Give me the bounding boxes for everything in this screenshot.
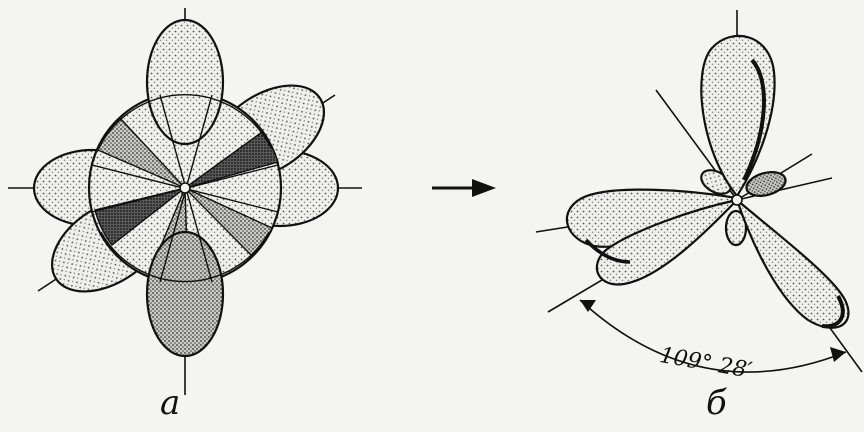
caption-b: б [706, 386, 727, 420]
right-arrow-icon [432, 179, 496, 197]
nucleus-dot [732, 195, 742, 205]
p-orbital-lobe-top [147, 20, 223, 144]
orbitals-before-hybridization [8, 8, 362, 395]
sp3-hybrid-orbitals [536, 10, 862, 372]
angle-arrowhead-left [580, 300, 596, 312]
nucleus-dot [180, 183, 190, 193]
hybrid-lobe-lower-right [737, 200, 848, 328]
p-orbital-lobe-bottom [147, 232, 223, 356]
caption-a: а [160, 386, 180, 420]
angle-arrowhead-right [830, 347, 846, 362]
